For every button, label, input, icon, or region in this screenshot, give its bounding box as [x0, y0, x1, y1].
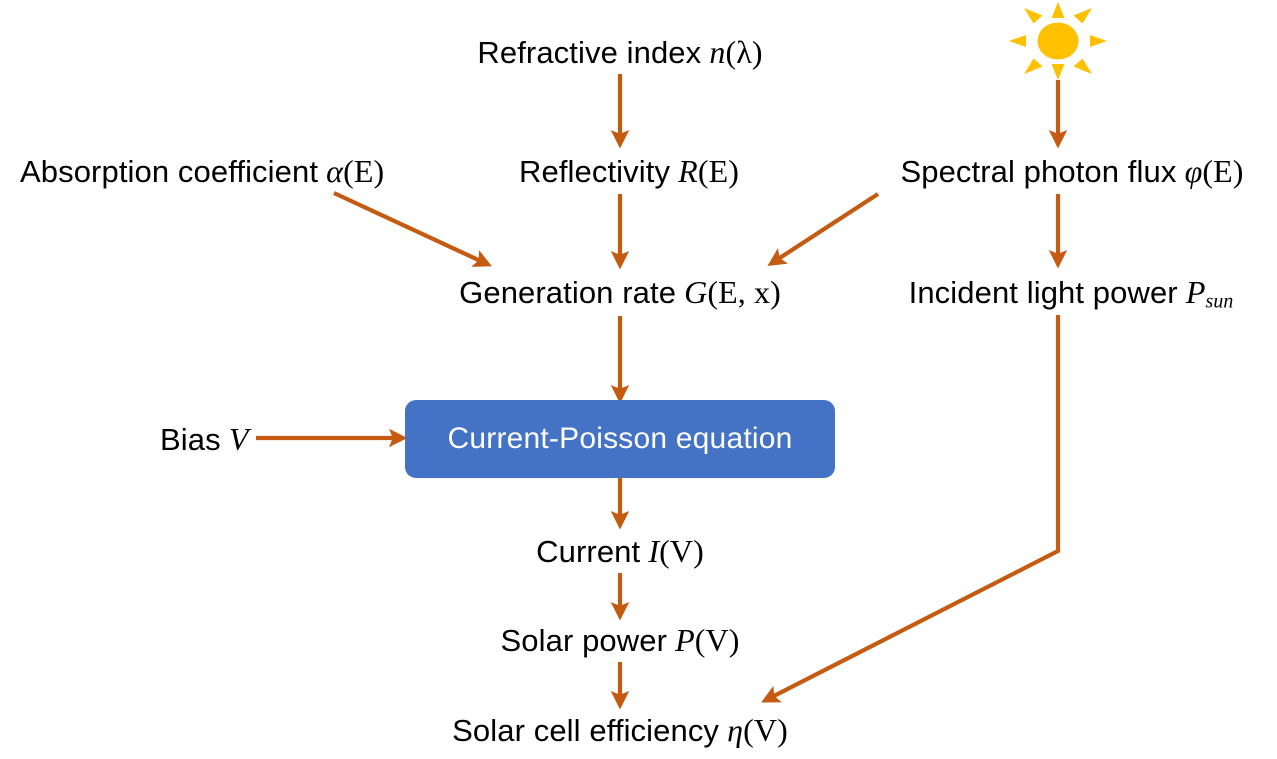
- node-generation-rate: Generation rate G(E, x): [459, 276, 781, 308]
- node-reflectivity: Reflectivity R(E): [519, 155, 739, 187]
- node-solar-cell-efficiency-symbol: η(V): [727, 712, 788, 748]
- node-absorption-coefficient: Absorption coefficient α(E): [20, 155, 384, 187]
- node-solar-power: Solar power P(V): [500, 624, 739, 656]
- node-bias-text: Bias: [160, 422, 221, 457]
- edge-absorption-coefficient-to-generation-rate: [333, 191, 492, 267]
- node-bias: Bias V: [160, 423, 248, 455]
- node-spectral-photon-flux-text: Spectral photon flux: [900, 154, 1177, 189]
- edge-incident-light-power-to-solar-cell-efficiency: [761, 315, 1061, 703]
- node-incident-light-power-text: Incident light power: [908, 275, 1178, 310]
- node-incident-light-power: Incident light power Psun: [909, 276, 1234, 312]
- node-solar-power-text: Solar power: [500, 623, 668, 658]
- node-refractive-index: Refractive index n(λ): [477, 36, 762, 68]
- node-refractive-index-text: Refractive index: [477, 35, 702, 70]
- node-spectral-photon-flux: Spectral photon flux φ(E): [900, 155, 1243, 187]
- edge-spectral-photon-flux-to-generation-rate: [767, 192, 880, 266]
- node-bias-symbol: V: [228, 421, 249, 457]
- node-solar-cell-efficiency-text: Solar cell efficiency: [452, 713, 720, 748]
- node-refractive-index-symbol: n(λ): [709, 34, 763, 70]
- node-absorption-coefficient-text: Absorption coefficient: [20, 154, 319, 189]
- node-generation-rate-text: Generation rate: [459, 275, 677, 310]
- node-generation-rate-symbol: G(E, x): [684, 274, 781, 310]
- node-incident-light-power-symbol: Psun: [1185, 274, 1234, 313]
- current-poisson-equation-label: Current-Poisson equation: [447, 422, 793, 455]
- node-solar-power-symbol: P(V): [675, 622, 740, 658]
- node-absorption-coefficient-symbol: α(E): [326, 153, 385, 189]
- node-current-symbol: I(V): [648, 533, 704, 569]
- node-spectral-photon-flux-symbol: φ(E): [1184, 153, 1244, 189]
- node-reflectivity-symbol: R(E): [678, 153, 740, 189]
- node-solar-cell-efficiency: Solar cell efficiency η(V): [452, 714, 788, 746]
- node-current: Current I(V): [536, 535, 704, 567]
- sun-icon: [1009, 2, 1107, 80]
- current-poisson-equation-box[interactable]: Current-Poisson equation: [405, 400, 835, 478]
- node-reflectivity-text: Reflectivity: [518, 154, 671, 189]
- node-current-text: Current: [536, 534, 641, 569]
